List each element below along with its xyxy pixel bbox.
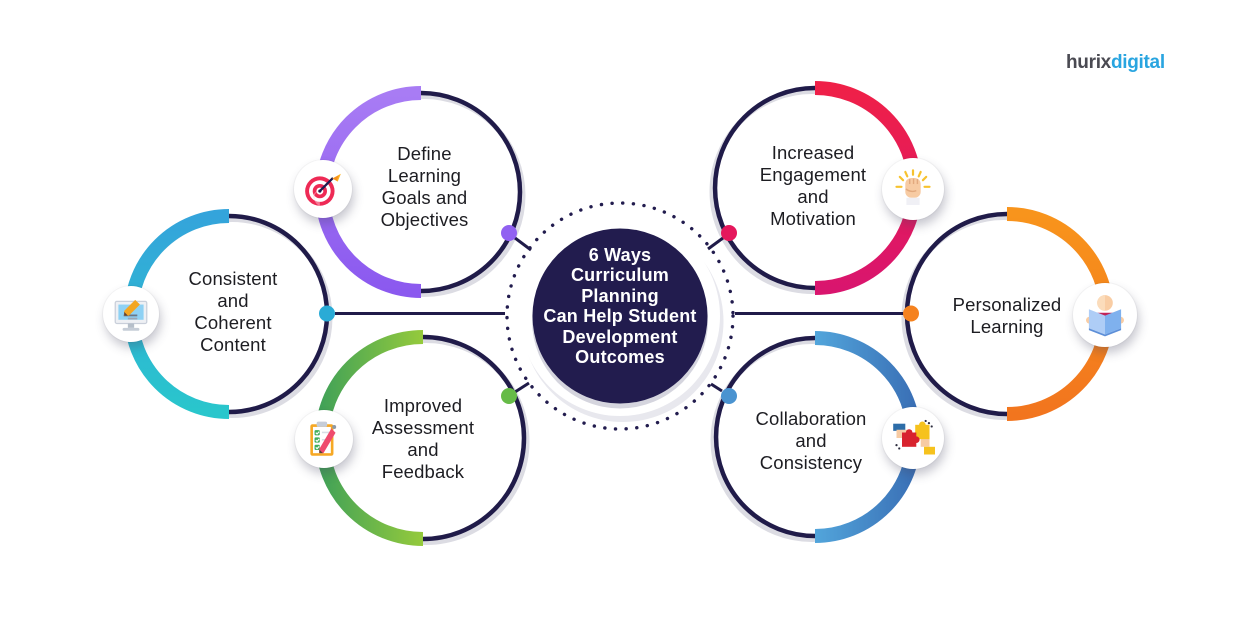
define-goals-badge	[294, 160, 352, 218]
increased-engagement-badge	[882, 158, 944, 220]
personalized-learning-badge	[1073, 283, 1137, 347]
connector-top-left	[514, 236, 532, 252]
center-node-rings	[505, 201, 735, 431]
connector-bottom-left	[514, 381, 530, 394]
label-personalized-learning: Personalized Learning	[952, 294, 1062, 337]
puzzle-hands-icon	[893, 419, 935, 455]
center-disc	[532, 228, 708, 404]
monitor-pencil-icon	[114, 299, 148, 331]
label-define-learning-goals: Define Learning Goals and Objectives	[380, 143, 469, 230]
dot-define	[501, 225, 517, 241]
dot-increased	[721, 225, 737, 241]
target-dart-icon	[305, 173, 341, 206]
connector-top-right	[707, 236, 724, 251]
dot-consistent	[319, 305, 335, 322]
reading-person-icon	[1086, 295, 1124, 337]
dot-collaboration	[721, 388, 737, 404]
label-consistent-content: Consistent and Coherent Content	[188, 268, 278, 355]
label-collaboration-consistency: Collaboration and Consistency	[755, 408, 867, 473]
consistent-content-badge	[103, 286, 159, 342]
improved-assessment-badge	[295, 410, 353, 468]
connector-lines	[335, 236, 904, 394]
label-increased-engagement: Increased Engagement and Motivation	[759, 142, 867, 229]
logo-digital: digital	[1110, 52, 1165, 73]
logo-hurix: hurix	[1066, 52, 1111, 73]
collaboration-badge	[882, 407, 944, 469]
connector-dots	[319, 225, 919, 404]
raised-fist-icon	[895, 169, 931, 205]
checklist-clipboard-icon	[310, 421, 337, 456]
label-improved-assessment: Improved Assessment and Feedback	[371, 395, 475, 482]
center-title: 6 Ways Curriculum Planning Can Help Stud…	[543, 244, 697, 368]
connector-bottom-right	[710, 382, 723, 393]
dot-personalized	[903, 305, 919, 322]
dot-improved	[501, 388, 517, 404]
center-dotted-ring	[505, 201, 735, 431]
